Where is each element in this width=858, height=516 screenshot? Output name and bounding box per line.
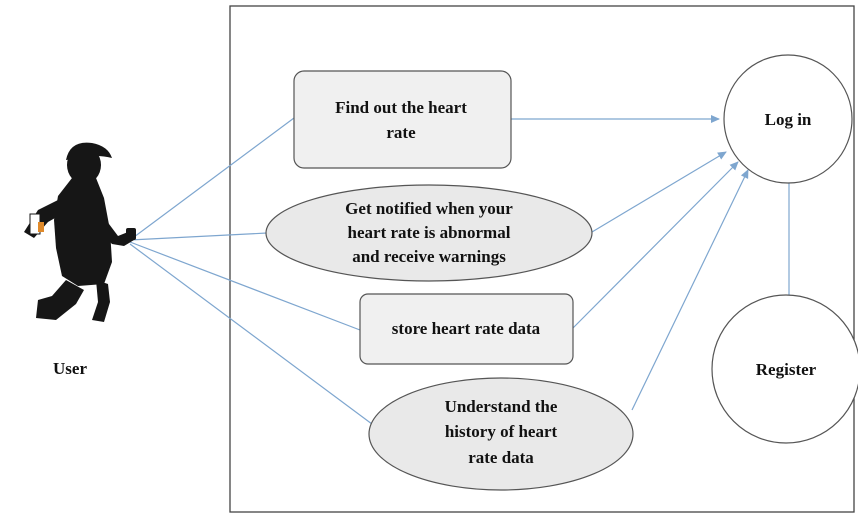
store-data-label: store heart rate data — [392, 319, 541, 338]
history-line-1: Understand the — [445, 397, 558, 416]
connector-user-find — [129, 117, 295, 241]
register-label: Register — [756, 360, 817, 379]
actor-connectors — [129, 117, 381, 431]
find-heart-rate-line-1: Find out the heart — [335, 98, 467, 117]
connector-user-store — [129, 241, 361, 331]
use-case-register: Register — [711, 294, 858, 444]
arrow-store-login — [572, 161, 739, 329]
running-person-icon — [24, 142, 136, 322]
connector-user-notify — [129, 232, 268, 241]
notify-abnormal-line-2: heart rate is abnormal — [348, 223, 511, 242]
use-case-find-heart-rate: Find out the heart rate — [293, 70, 512, 169]
use-case-notify-abnormal: Get notified when your heart rate is abn… — [265, 184, 593, 282]
notify-abnormal-line-3: and receive warnings — [352, 247, 506, 266]
use-case-history: Understand the history of heart rate dat… — [368, 377, 634, 491]
use-case-store-data: store heart rate data — [359, 293, 574, 365]
find-heart-rate-line-2: rate — [386, 123, 416, 142]
connector-user-history — [129, 243, 381, 431]
include-arrows — [511, 115, 793, 411]
actor-label: User — [53, 359, 87, 378]
use-case-login: Log in — [723, 54, 853, 184]
login-label: Log in — [765, 110, 812, 129]
history-line-2: history of heart — [445, 422, 558, 441]
arrow-history-login — [631, 169, 749, 411]
arrow-notify-login — [591, 151, 727, 233]
notify-abnormal-line-1: Get notified when your — [345, 199, 513, 218]
armband-accent — [38, 222, 44, 232]
history-line-3: rate data — [468, 448, 534, 467]
